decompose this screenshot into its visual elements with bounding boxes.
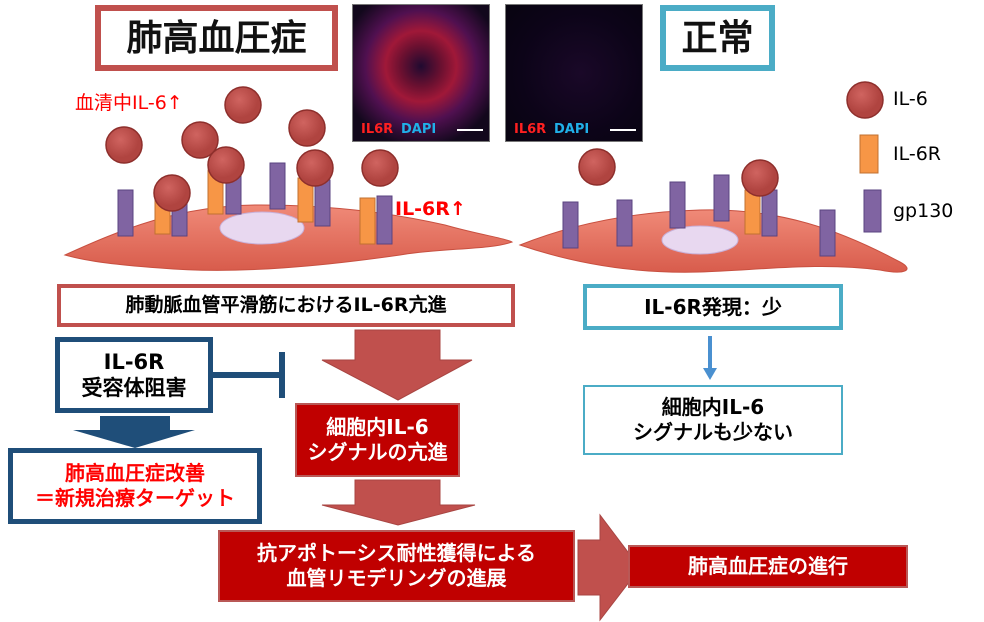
arrow-down-2: [321, 479, 476, 526]
arrow-down-1: [321, 329, 473, 401]
nucleus-normal: [661, 225, 739, 255]
scale-bar: [457, 129, 483, 131]
il6r-up-label: IL-6R↑: [395, 198, 466, 220]
serum-il6-label: 血清中IL-6↑: [75, 92, 183, 114]
arrow-down-blue: [73, 416, 195, 448]
arrow-right: [577, 513, 641, 622]
legend-il6r: IL-6R: [893, 143, 942, 165]
micrograph-normal: IL6R DAPI: [505, 4, 643, 142]
il6r-expression-low-box: IL-6R発現：少: [583, 284, 843, 330]
inhibition-line: [213, 352, 285, 398]
legend-gp130: gp130: [893, 200, 954, 222]
nucleus-pah: [219, 211, 305, 245]
receptors-normal: [562, 174, 836, 257]
pah-progression-box: 肺高血圧症の進行: [628, 545, 908, 588]
therapy-target-box: 肺高血圧症改善＝新規治療ターゲット: [8, 448, 262, 524]
legend-il6: IL-6: [893, 88, 928, 110]
title-normal: 正常: [660, 5, 775, 71]
vascular-remodeling-box: 抗アポトーシス耐性獲得による血管リモデリングの進展: [218, 530, 575, 602]
title-pah: 肺高血圧症: [95, 5, 338, 71]
scale-bar: [610, 129, 636, 131]
il6r-enhancement-box: 肺動脈血管平滑筋におけるIL-6R亢進: [57, 284, 515, 327]
il6-molecules: [105, 81, 884, 212]
micrograph-pah: IL6R DAPI: [352, 4, 490, 142]
